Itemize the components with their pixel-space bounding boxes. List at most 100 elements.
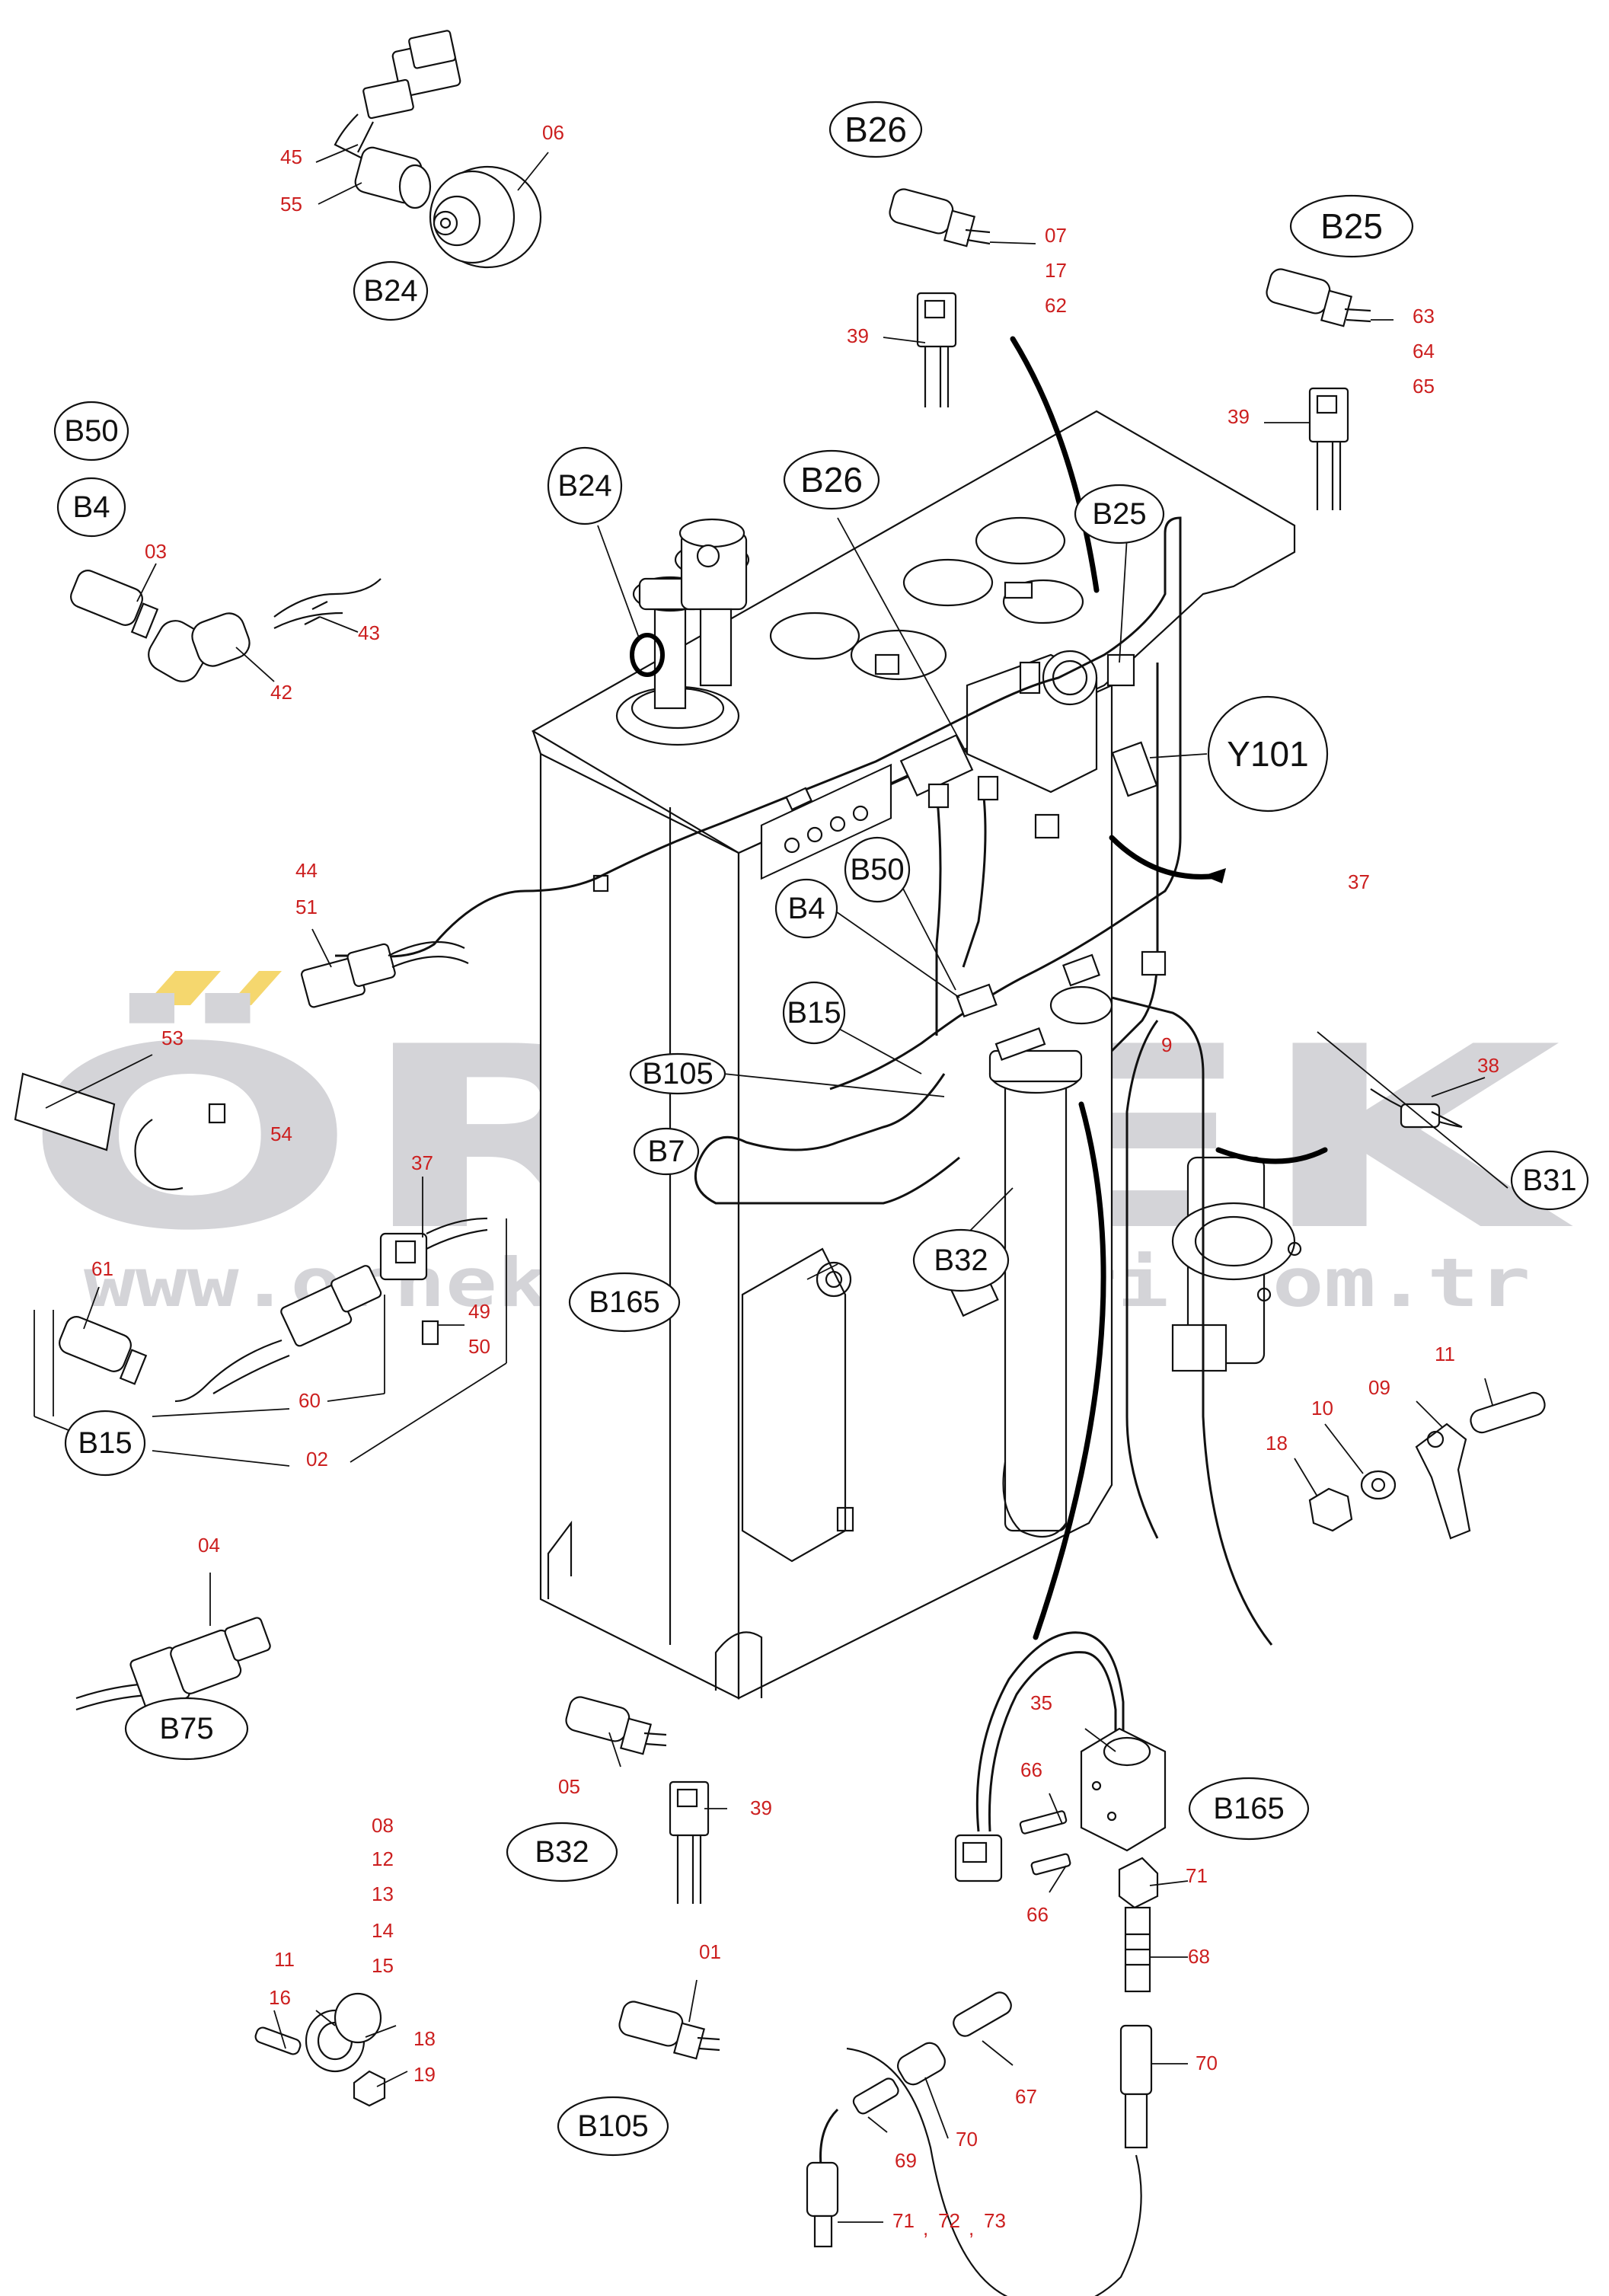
part-number: 39 — [750, 1796, 772, 1819]
part-number: 70 — [1196, 2052, 1218, 2074]
tag-b32-detail: B32 — [535, 1835, 589, 1869]
part-number: 02 — [306, 1448, 328, 1471]
part-number: 39 — [847, 324, 869, 347]
tag-b4-main: B4 — [788, 892, 825, 925]
tag-b24-main: B24 — [557, 469, 611, 503]
part-number: 45 — [280, 145, 302, 168]
part-number: 07 — [1045, 224, 1067, 247]
part-number: 66 — [1020, 1758, 1042, 1781]
tag-y101: Y101 — [1227, 734, 1308, 774]
detail-clamp — [254, 1992, 386, 2107]
part-number: 63 — [1413, 305, 1435, 327]
part-number: 17 — [1045, 259, 1067, 282]
part-number: 37 — [1348, 870, 1370, 893]
part-number: 60 — [298, 1389, 321, 1412]
part-number: 49 — [468, 1300, 490, 1323]
part-number: 18 — [413, 2027, 436, 2050]
watermark-accent-right — [228, 971, 282, 1005]
tag-b50-main: B50 — [850, 853, 904, 886]
tag-b15-main: B15 — [787, 996, 841, 1030]
part-number: , — [923, 2217, 928, 2240]
part-number: 12 — [372, 1847, 394, 1870]
part-number: 43 — [358, 621, 380, 644]
part-number: 51 — [295, 896, 318, 918]
filter-column — [1004, 1072, 1068, 1532]
part-number: 05 — [558, 1775, 580, 1798]
part-numbers: 45 55 06 07 17 62 39 63 64 65 39 03 43 4… — [91, 121, 1499, 2240]
detail-b50-b4 — [70, 570, 381, 682]
part-number: 61 — [91, 1257, 113, 1280]
tag-b165-main: B165 — [589, 1285, 659, 1319]
detail-b26 — [889, 188, 991, 407]
part-number: 14 — [372, 1919, 394, 1942]
tag-b24-detail: B24 — [363, 274, 417, 308]
tag-b32-main: B32 — [934, 1244, 988, 1277]
leader-lines — [45, 144, 1508, 2223]
part-number: 18 — [1266, 1432, 1288, 1455]
part-number: 9 — [1161, 1033, 1172, 1056]
part-number: 16 — [269, 1986, 291, 2009]
part-number: 13 — [372, 1882, 394, 1905]
tag-b75-main-partial: B7 — [648, 1135, 685, 1168]
part-number: 08 — [372, 1814, 394, 1837]
detail-connector-44-51 — [301, 940, 469, 1008]
part-number: 11 — [274, 1948, 295, 1971]
detail-hose-53 — [14, 1072, 226, 1191]
part-number: 69 — [895, 2149, 917, 2172]
tag-b75-detail: B75 — [159, 1712, 213, 1745]
part-number: 06 — [542, 121, 564, 144]
part-number: 71 — [892, 2209, 915, 2232]
part-number: 62 — [1045, 294, 1067, 317]
part-number: 38 — [1477, 1054, 1499, 1077]
tag-b26-detail: B26 — [844, 110, 907, 149]
part-number: 50 — [468, 1335, 490, 1358]
tag-b105-main: B105 — [642, 1057, 713, 1091]
tag-b4-detail: B4 — [73, 490, 110, 524]
detail-bracket — [1308, 1391, 1546, 1540]
detail-b32 — [565, 1696, 710, 1904]
part-number: 65 — [1413, 375, 1435, 398]
part-number: 44 — [295, 859, 318, 882]
tag-b15-detail: B15 — [78, 1426, 132, 1460]
tag-b25-detail: B25 — [1320, 206, 1383, 246]
part-number: 54 — [270, 1122, 292, 1145]
part-number: 15 — [372, 1954, 394, 1977]
part-number: 11 — [1435, 1343, 1455, 1365]
part-number: 55 — [280, 193, 302, 216]
detail-b24 — [334, 30, 542, 269]
tag-bubbles: B24 B26 B25 B50 B4 B24 B26 B25 Y101 B50 … — [53, 101, 1589, 2157]
detail-b165 — [806, 1631, 1167, 2296]
tag-b50-detail: B50 — [64, 414, 118, 448]
part-number: 67 — [1015, 2085, 1037, 2108]
part-number: 53 — [161, 1027, 184, 1049]
part-number: 10 — [1311, 1397, 1333, 1419]
part-number: 04 — [198, 1534, 220, 1557]
part-number: , — [969, 2217, 974, 2240]
tag-b105-detail: B105 — [577, 2109, 648, 2143]
part-number: 09 — [1368, 1376, 1390, 1399]
tag-b165-detail: B165 — [1213, 1792, 1284, 1825]
watermark-accent-left — [145, 971, 221, 1005]
part-number: 73 — [984, 2209, 1006, 2232]
detail-b75 — [75, 1617, 271, 1712]
part-number: 64 — [1413, 340, 1435, 362]
part-number: 01 — [699, 1940, 721, 1963]
detail-b25 — [1266, 268, 1371, 510]
part-number: 42 — [270, 681, 292, 704]
tag-b26-main: B26 — [800, 460, 863, 500]
part-number: 68 — [1188, 1945, 1210, 1968]
part-number: 66 — [1026, 1903, 1049, 1926]
detail-b105 — [618, 2001, 720, 2060]
part-number: 71 — [1186, 1864, 1208, 1887]
part-number: 35 — [1030, 1691, 1052, 1714]
part-number: 19 — [413, 2063, 436, 2086]
detail-b15 — [34, 1217, 507, 1467]
tag-b25-main: B25 — [1092, 497, 1146, 531]
callout-arc-b26 — [1010, 336, 1100, 593]
part-number: 72 — [938, 2209, 960, 2232]
part-number: 39 — [1228, 405, 1250, 428]
part-number: 70 — [956, 2128, 978, 2151]
part-number: 03 — [145, 540, 167, 563]
tag-b31-main-partial: B31 — [1522, 1164, 1576, 1197]
